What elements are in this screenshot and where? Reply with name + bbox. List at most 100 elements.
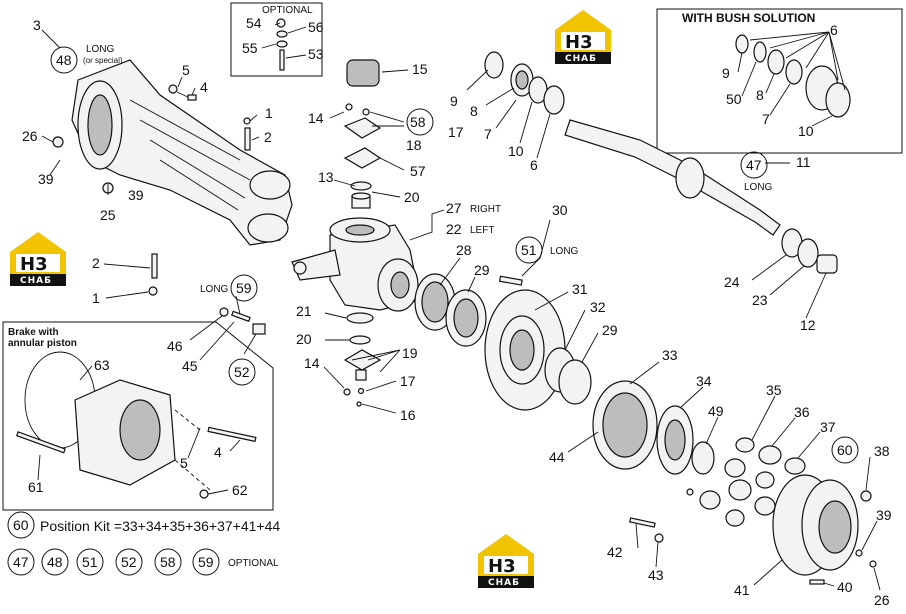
logo-left-caption: СНАБ xyxy=(20,276,52,286)
label-35: 35 xyxy=(766,382,782,398)
label-4b: 4 xyxy=(214,444,222,460)
bolt-4-brake xyxy=(207,426,257,443)
logo-top-letters: H3 xyxy=(565,32,593,53)
label-6a: 6 xyxy=(530,157,538,173)
label-3: 3 xyxy=(33,17,41,33)
bolt-14-lower xyxy=(343,388,351,396)
part-55 xyxy=(276,40,288,48)
king-pin-lower xyxy=(343,312,382,381)
label-39a: 39 xyxy=(38,171,54,187)
label-29a: 29 xyxy=(474,262,490,278)
label-14a: 14 xyxy=(308,110,324,126)
label-9b: 9 xyxy=(722,65,730,81)
king-pin-upper xyxy=(343,117,382,209)
kit-circle xyxy=(7,511,35,539)
label-17a: 17 xyxy=(448,124,464,140)
label-51: 51 xyxy=(521,242,537,258)
label-62: 62 xyxy=(232,482,248,498)
bush-solution-title: WITH BUSH SOLUTION xyxy=(682,11,815,25)
label-15: 15 xyxy=(412,61,428,77)
label-18: 18 xyxy=(406,137,422,153)
part-56 xyxy=(276,30,288,38)
bolt-14 xyxy=(345,103,353,111)
label-25: 25 xyxy=(100,207,116,223)
label-49: 49 xyxy=(708,403,724,419)
housing-stud-2 xyxy=(243,117,251,151)
fitting-17 xyxy=(362,108,370,116)
label-28: 28 xyxy=(456,242,472,258)
label-30: 30 xyxy=(552,202,568,218)
fitting-17-lower xyxy=(357,387,365,395)
label-13: 13 xyxy=(318,169,334,185)
washer-49 xyxy=(691,441,715,475)
label-36: 36 xyxy=(794,404,810,420)
label-5a: 5 xyxy=(182,62,190,78)
bolt-38 xyxy=(860,490,872,502)
label-43: 43 xyxy=(648,567,664,583)
note-right: RIGHT xyxy=(470,204,501,215)
ring-6 xyxy=(543,85,565,115)
part-45 xyxy=(231,310,251,323)
label-48: 48 xyxy=(56,52,72,68)
label-9a: 9 xyxy=(450,93,458,109)
part-46 xyxy=(219,307,229,317)
label-4a: 4 xyxy=(200,79,208,95)
label-19: 19 xyxy=(402,345,418,361)
planet-gears xyxy=(686,437,806,527)
brake-piston xyxy=(74,379,176,486)
logo-bottom-letters: H3 xyxy=(488,556,516,577)
part-53 xyxy=(279,49,285,71)
leader-lines xyxy=(37,22,881,591)
part-52 xyxy=(252,323,266,335)
optional-row: 47 48 51 52 58 59 OPTIONAL xyxy=(7,548,279,576)
label-54: 54 xyxy=(246,15,262,31)
bush-ring-50 xyxy=(753,41,767,63)
label-52: 52 xyxy=(234,364,250,380)
optional-item-1: 48 xyxy=(47,554,63,570)
axle-housing xyxy=(71,59,293,246)
label-46: 46 xyxy=(167,338,183,354)
stud-2-lower xyxy=(151,253,158,279)
label-2a: 2 xyxy=(264,129,272,145)
bush-solution-box xyxy=(656,8,903,154)
nut-43 xyxy=(654,533,664,543)
label-60: 60 xyxy=(837,442,853,458)
optional-item-3: 52 xyxy=(121,554,137,570)
part-54 xyxy=(276,18,286,28)
label-39c: 39 xyxy=(876,507,892,523)
label-12: 12 xyxy=(800,317,816,333)
label-5b: 5 xyxy=(180,455,188,471)
label-53: 53 xyxy=(308,46,324,62)
note-long-51: LONG xyxy=(550,246,579,257)
ring-9 xyxy=(484,51,504,79)
label-32: 32 xyxy=(590,299,606,315)
label-24: 24 xyxy=(724,274,740,290)
axle-shaft-11 xyxy=(564,119,781,236)
label-45: 45 xyxy=(182,358,198,374)
fitting-16 xyxy=(356,401,362,407)
brake-box-title-2: annular piston xyxy=(8,338,77,349)
label-27: 27 xyxy=(446,200,462,216)
bush-ring-10 xyxy=(825,82,851,118)
note-long-59: LONG xyxy=(200,284,229,295)
optional-box-title: OPTIONAL xyxy=(262,5,313,16)
brake-box xyxy=(2,321,274,511)
logo-left-letters: H3 xyxy=(20,254,48,275)
label-58: 58 xyxy=(410,114,426,130)
ring-39 xyxy=(855,549,863,557)
label-34: 34 xyxy=(696,373,712,389)
bush-ring-9 xyxy=(735,34,749,54)
optional-row-label: OPTIONAL xyxy=(228,558,279,569)
optional-item-5: 59 xyxy=(198,554,214,570)
label-10a: 10 xyxy=(508,143,524,159)
ring-23 xyxy=(797,238,819,268)
label-47: 47 xyxy=(746,157,762,173)
note-long-47: LONG xyxy=(744,182,773,193)
label-7b: 7 xyxy=(762,111,770,127)
planet-carrier-41 xyxy=(772,474,859,576)
label-26b: 26 xyxy=(874,592,890,608)
label-56: 56 xyxy=(308,19,324,35)
watermark-logo-top: H3 СНАБ xyxy=(555,10,611,64)
label-6b: 6 xyxy=(830,22,838,38)
